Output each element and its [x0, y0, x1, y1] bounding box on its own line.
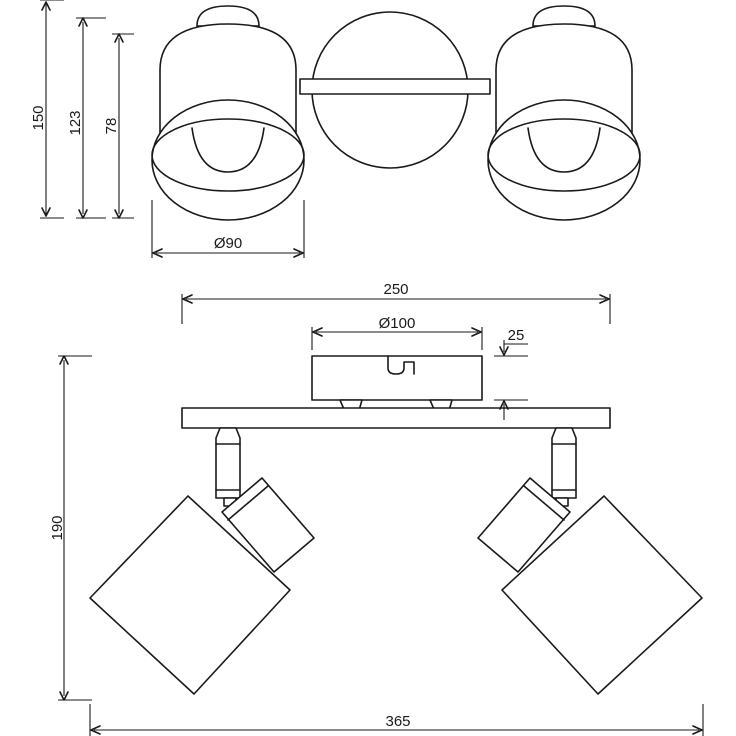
- top-rail: [299, 78, 491, 95]
- dim-label-diameter-100: Ø100: [379, 315, 416, 332]
- front-left-joint: [215, 427, 241, 507]
- top-left-lamp: [151, 5, 305, 221]
- front-left-lamp: [89, 477, 315, 695]
- dim-label-150: 150: [30, 105, 47, 130]
- front-right-lamp: [477, 477, 703, 695]
- dim-label-250: 250: [383, 281, 408, 298]
- dim-label-190: 190: [49, 515, 66, 540]
- dim-label-365: 365: [385, 713, 410, 730]
- top-dimensions: 150 123 78 Ø90: [30, 0, 305, 258]
- dim-label-78: 78: [103, 118, 120, 135]
- front-rail: [181, 407, 611, 429]
- dim-label-123: 123: [67, 110, 84, 135]
- top-right-lamp: [487, 5, 641, 221]
- front-right-joint: [551, 427, 577, 507]
- dim-label-25: 25: [508, 327, 525, 344]
- front-dimensions: 250 Ø100 25 190 365: [49, 281, 704, 736]
- front-canopy: [311, 355, 483, 401]
- front-view: [89, 355, 703, 695]
- top-view: [151, 5, 641, 221]
- dim-label-diameter-90: Ø90: [214, 235, 242, 252]
